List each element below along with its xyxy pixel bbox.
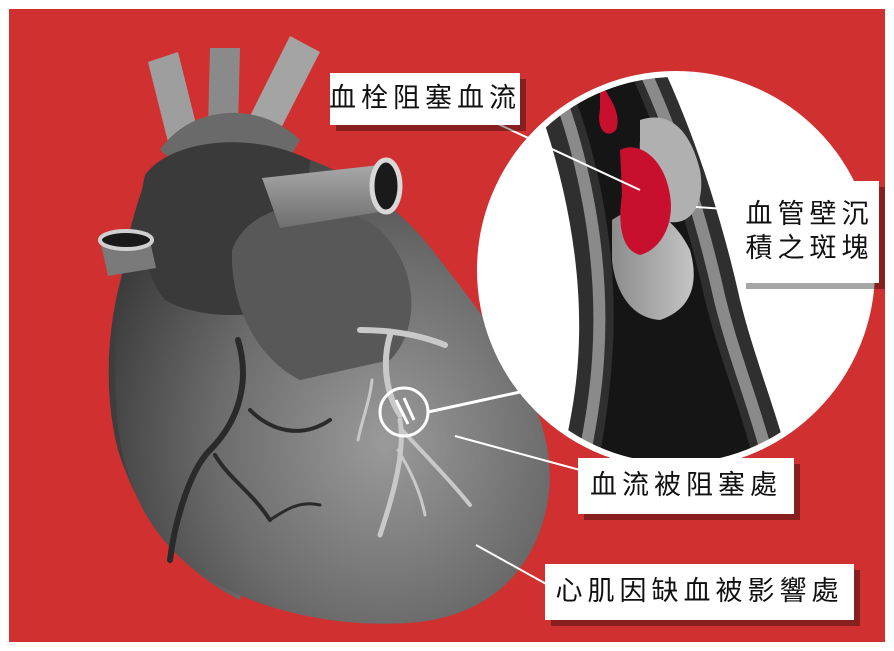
label-plaque-line1: 血管壁沉 bbox=[746, 198, 874, 232]
label-ischemic-muscle: 心肌因缺血被影響處 bbox=[545, 564, 854, 620]
label-blood-clot: 血栓阻塞血流 bbox=[330, 73, 520, 125]
label-blood-clot-text: 血栓阻塞血流 bbox=[329, 82, 521, 116]
label-plaque: 血管壁沉 積之斑塊 bbox=[740, 181, 879, 283]
label-ischemic-muscle-text: 心肌因缺血被影響處 bbox=[556, 575, 844, 609]
label-blocked-flow-text: 血流被阻塞處 bbox=[590, 469, 782, 503]
label-blocked-flow: 血流被阻塞處 bbox=[578, 458, 794, 514]
label-plaque-line2: 積之斑塊 bbox=[746, 232, 874, 266]
